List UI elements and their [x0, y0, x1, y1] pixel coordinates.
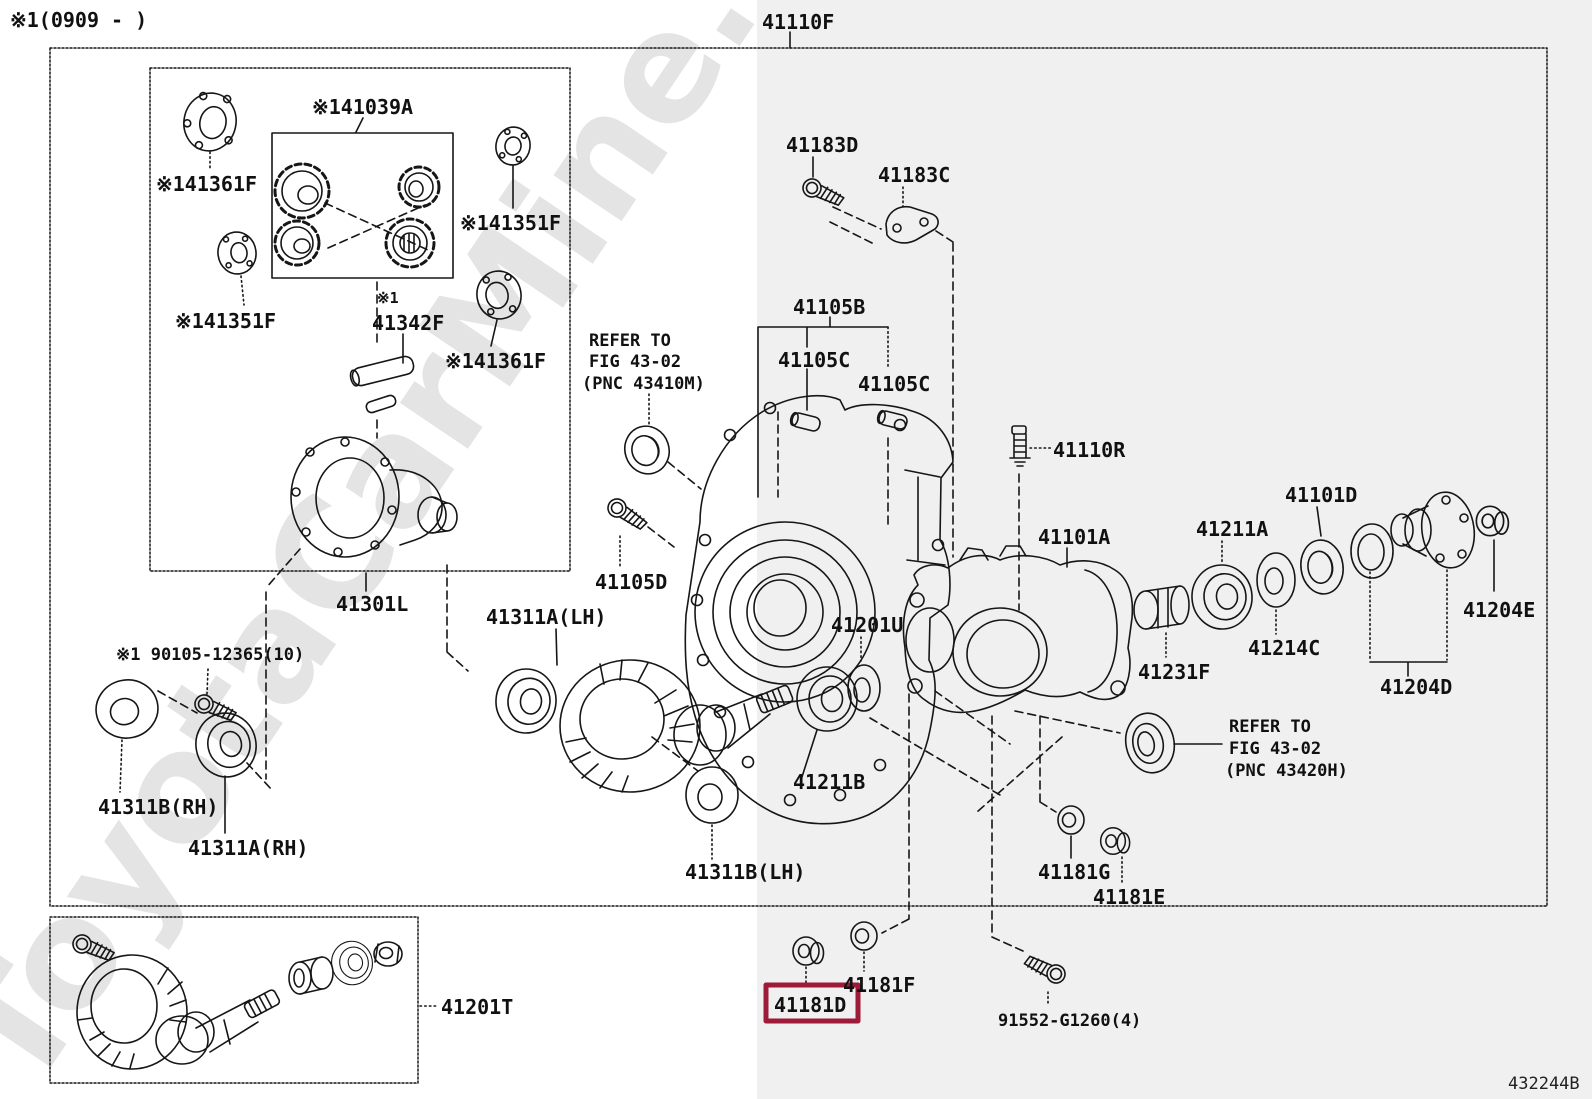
part-carrier-housing-41101A: [902, 545, 1134, 714]
part-spider-gear-kit-41039A: [273, 162, 441, 269]
diagram-code: 432244B: [1508, 1074, 1580, 1094]
label-41361F-b: ※141361F: [445, 349, 546, 373]
label-41183D: 41183D: [786, 133, 858, 157]
label-41204D: 41204D: [1380, 675, 1452, 699]
label-41361F-a: ※141361F: [156, 172, 257, 196]
gray-panel: [757, 0, 1592, 1099]
label-41211B: 41211B: [793, 770, 865, 794]
label-41231F: 41231F: [1138, 660, 1210, 684]
assembly-lines-dashed: [157, 202, 1121, 952]
label-41110R: 41110R: [1053, 438, 1126, 462]
label-41211A: 41211A: [1196, 517, 1268, 541]
part-pinion-shaft-41342F: [349, 355, 415, 414]
label-refer-b-1: REFER TO: [1229, 717, 1311, 737]
label-41181G: 41181G: [1038, 860, 1110, 884]
label-41201T: 41201T: [441, 995, 513, 1019]
label-refer-a-2: FIG 43-02: [589, 352, 681, 372]
gear-kit-box-41039A: [271, 132, 454, 279]
label-41351F-a: ※141351F: [460, 211, 561, 235]
label-refer-a-3: (PNC 43410M): [582, 374, 705, 394]
label-41351F-b: ※141351F: [175, 309, 276, 333]
part-case-cover-41105B: [684, 395, 954, 825]
part-washer-41214C: [1256, 552, 1296, 608]
part-oil-seal-43410M: [624, 425, 670, 475]
label-41039A: ※141039A: [312, 95, 413, 119]
part-labels: ※1(0909 - ) 41110F ※141039A ※141361F ※14…: [10, 8, 1580, 1094]
label-41183C: 41183C: [878, 163, 950, 187]
label-41201U: 41201U: [831, 613, 903, 637]
part-washer-41311B-LH: [685, 766, 739, 824]
part-dust-ring-41204D-inner: [1350, 523, 1394, 579]
label-41105C-a: 41105C: [778, 348, 850, 372]
note-top-left: ※1(0909 - ): [10, 8, 147, 32]
part-breather-plug-41110R: [1009, 425, 1031, 467]
part-washer-41351F-a: [495, 126, 531, 166]
part-oil-seal-43420H: [1124, 712, 1176, 774]
label-91552: 91552-G1260(4): [998, 1011, 1141, 1031]
label-refer-b-3: (PNC 43420H): [1225, 761, 1348, 781]
part-companion-flange-41204D: [1390, 491, 1476, 569]
leader-lines-dotted: [119, 151, 1448, 1007]
part-ring-gear-and-pinion: [559, 659, 794, 793]
part-bushing-41231F: [1133, 585, 1190, 630]
label-41311A-RH: 41311A(RH): [188, 836, 308, 860]
label-41311B-RH: 41311B(RH): [98, 795, 218, 819]
part-straight-pin-41105C-b: [876, 409, 908, 430]
label-90105: ※1 90105-12365(10): [116, 645, 304, 665]
label-refer-a-1: REFER TO: [589, 331, 671, 351]
label-41105B: 41105B: [793, 295, 865, 319]
part-straight-pin-41105C-a: [789, 411, 821, 432]
label-41204E: 41204E: [1463, 598, 1535, 622]
label-41101A: 41101A: [1038, 525, 1110, 549]
label-41311B-LH: 41311B(LH): [685, 860, 805, 884]
label-41105C-b: 41105C: [858, 372, 930, 396]
label-41105D: 41105D: [595, 570, 667, 594]
part-flange-washer-41361F-a: [182, 91, 237, 152]
part-kit-41201T: [69, 931, 403, 1070]
subassembly-box-41201T: [49, 916, 419, 1084]
part-oil-seal-41101D: [1300, 539, 1344, 595]
label-41301L: 41301L: [336, 592, 408, 616]
highlighted-part-box-41181D: [763, 982, 861, 1024]
label-41101D: 41101D: [1285, 483, 1357, 507]
label-41110F: 41110F: [762, 10, 834, 34]
label-41181F: 41181F: [843, 973, 915, 997]
label-41342F: 41342F: [372, 311, 444, 335]
part-differential-case-41301L: [290, 436, 458, 558]
label-41181E: 41181E: [1093, 885, 1165, 909]
leader-lines-solid: [224, 31, 1495, 859]
label-41214C: 41214C: [1248, 636, 1320, 660]
subassembly-box-41301: [149, 67, 571, 572]
part-bracket-41183C: [885, 205, 939, 244]
label-41181D-highlighted: 41181D: [774, 993, 846, 1017]
label-41342F-note: ※1: [377, 289, 399, 307]
part-washer-41311B-RH: [95, 679, 159, 739]
main-diagram-box: [49, 47, 1548, 907]
label-41311A-LH: 41311A(LH): [486, 605, 606, 629]
label-refer-b-2: FIG 43-02: [1229, 739, 1321, 759]
part-washer-41351F-b: [217, 231, 257, 275]
